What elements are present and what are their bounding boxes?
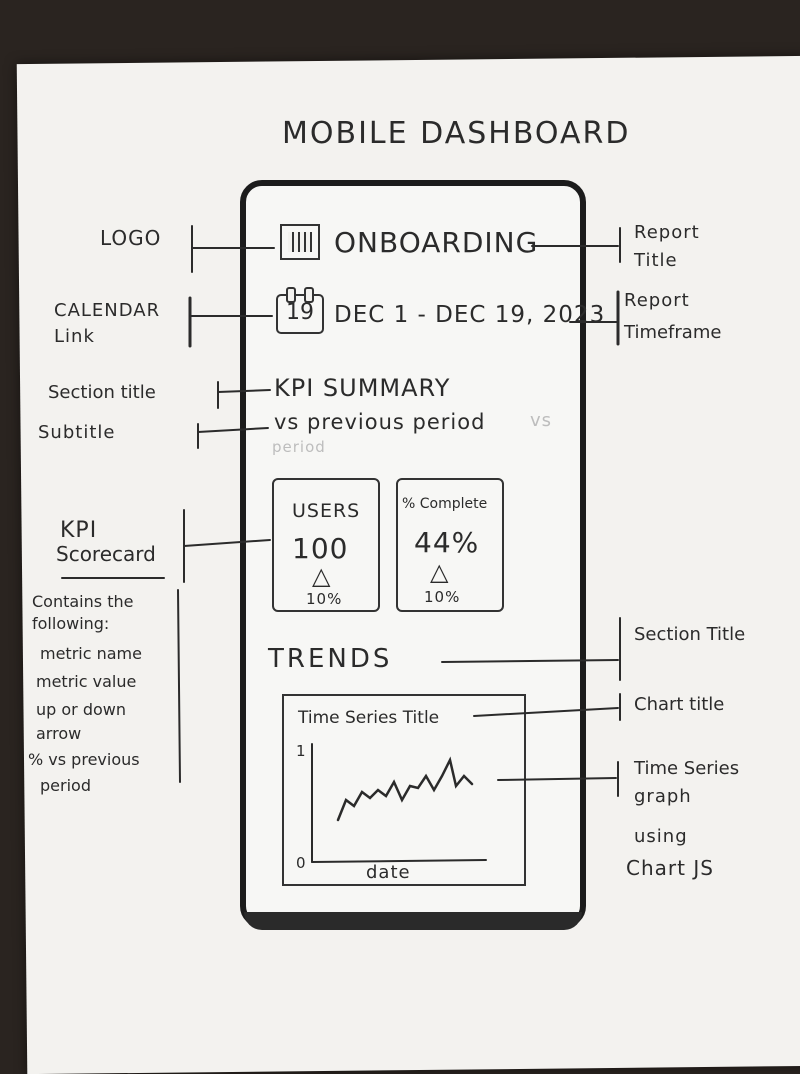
calendar-icon[interactable]: 19 bbox=[276, 287, 324, 334]
annotation-logo: LOGO bbox=[100, 226, 162, 250]
annotation-calendar-link-1: CALENDAR bbox=[54, 300, 161, 321]
kpi-subtitle-ghost-period: period bbox=[272, 438, 326, 456]
chart-title: Time Series Title bbox=[298, 708, 440, 728]
annotation-report-timeframe-1: Report bbox=[624, 290, 690, 311]
logo-icon bbox=[280, 224, 320, 260]
up-arrow-icon: △ bbox=[430, 558, 450, 586]
chart-x-label: date bbox=[366, 862, 411, 883]
phone-bottom-edge bbox=[244, 912, 582, 930]
report-timeframe: DEC 1 - DEC 19, 2023 bbox=[334, 302, 606, 328]
annotation-contains-7: % vs previous bbox=[28, 750, 140, 769]
annotation-chart-title: Chart title bbox=[634, 694, 725, 715]
time-series-chart[interactable] bbox=[282, 694, 526, 886]
annotation-report-timeframe-2: Timeframe bbox=[624, 322, 722, 343]
kpi-value: 100 bbox=[292, 532, 349, 565]
annotation-contains-8: period bbox=[40, 776, 91, 795]
kpi-subtitle-ghost-vs: vs bbox=[530, 410, 553, 431]
kpi-change: 10% bbox=[424, 588, 461, 606]
kpi-subtitle: vs previous period bbox=[274, 410, 486, 434]
annotation-kpi-scorecard-1: KPI bbox=[60, 518, 98, 543]
trends-section-title: TRENDS bbox=[268, 644, 393, 674]
report-title: ONBOARDING bbox=[334, 226, 539, 259]
annotation-time-series-1: Time Series bbox=[634, 758, 740, 779]
annotation-contains-6: arrow bbox=[36, 724, 82, 743]
annotation-report-title-2: Title bbox=[634, 250, 678, 271]
kpi-change: 10% bbox=[306, 590, 343, 608]
chart-y-top-label: 1 bbox=[296, 742, 307, 760]
kpi-card-complete[interactable] bbox=[396, 478, 504, 612]
annotation-subtitle: Subtitle bbox=[38, 422, 116, 443]
annotation-contains-2: following: bbox=[32, 614, 110, 633]
kpi-card-users[interactable] bbox=[272, 478, 380, 612]
annotation-time-series-2: graph bbox=[634, 786, 692, 807]
annotation-time-series-3: using bbox=[634, 826, 688, 847]
up-arrow-icon: △ bbox=[312, 562, 332, 590]
annotation-report-title-1: Report bbox=[634, 222, 700, 243]
kpi-name: % Complete bbox=[402, 496, 488, 512]
chart-y-bottom-label: 0 bbox=[296, 854, 307, 872]
annotation-calendar-link-2: Link bbox=[54, 326, 95, 347]
kpi-section-title: KPI SUMMARY bbox=[274, 374, 451, 402]
annotation-section-title-right: Section Title bbox=[634, 624, 746, 645]
annotation-contains-1: Contains the bbox=[32, 592, 134, 611]
annotation-contains-5: up or down bbox=[36, 700, 127, 719]
annotation-time-series-4: Chart JS bbox=[626, 856, 714, 880]
page-title: MOBILE DASHBOARD bbox=[282, 116, 631, 151]
kpi-name: USERS bbox=[292, 500, 361, 522]
annotation-section-title-left: Section title bbox=[48, 382, 156, 403]
calendar-day: 19 bbox=[286, 300, 314, 325]
annotation-contains-4: metric value bbox=[36, 672, 137, 691]
annotation-kpi-scorecard-2: Scorecard bbox=[56, 542, 156, 566]
kpi-value: 44% bbox=[414, 526, 480, 559]
annotation-contains-3: metric name bbox=[40, 644, 142, 663]
